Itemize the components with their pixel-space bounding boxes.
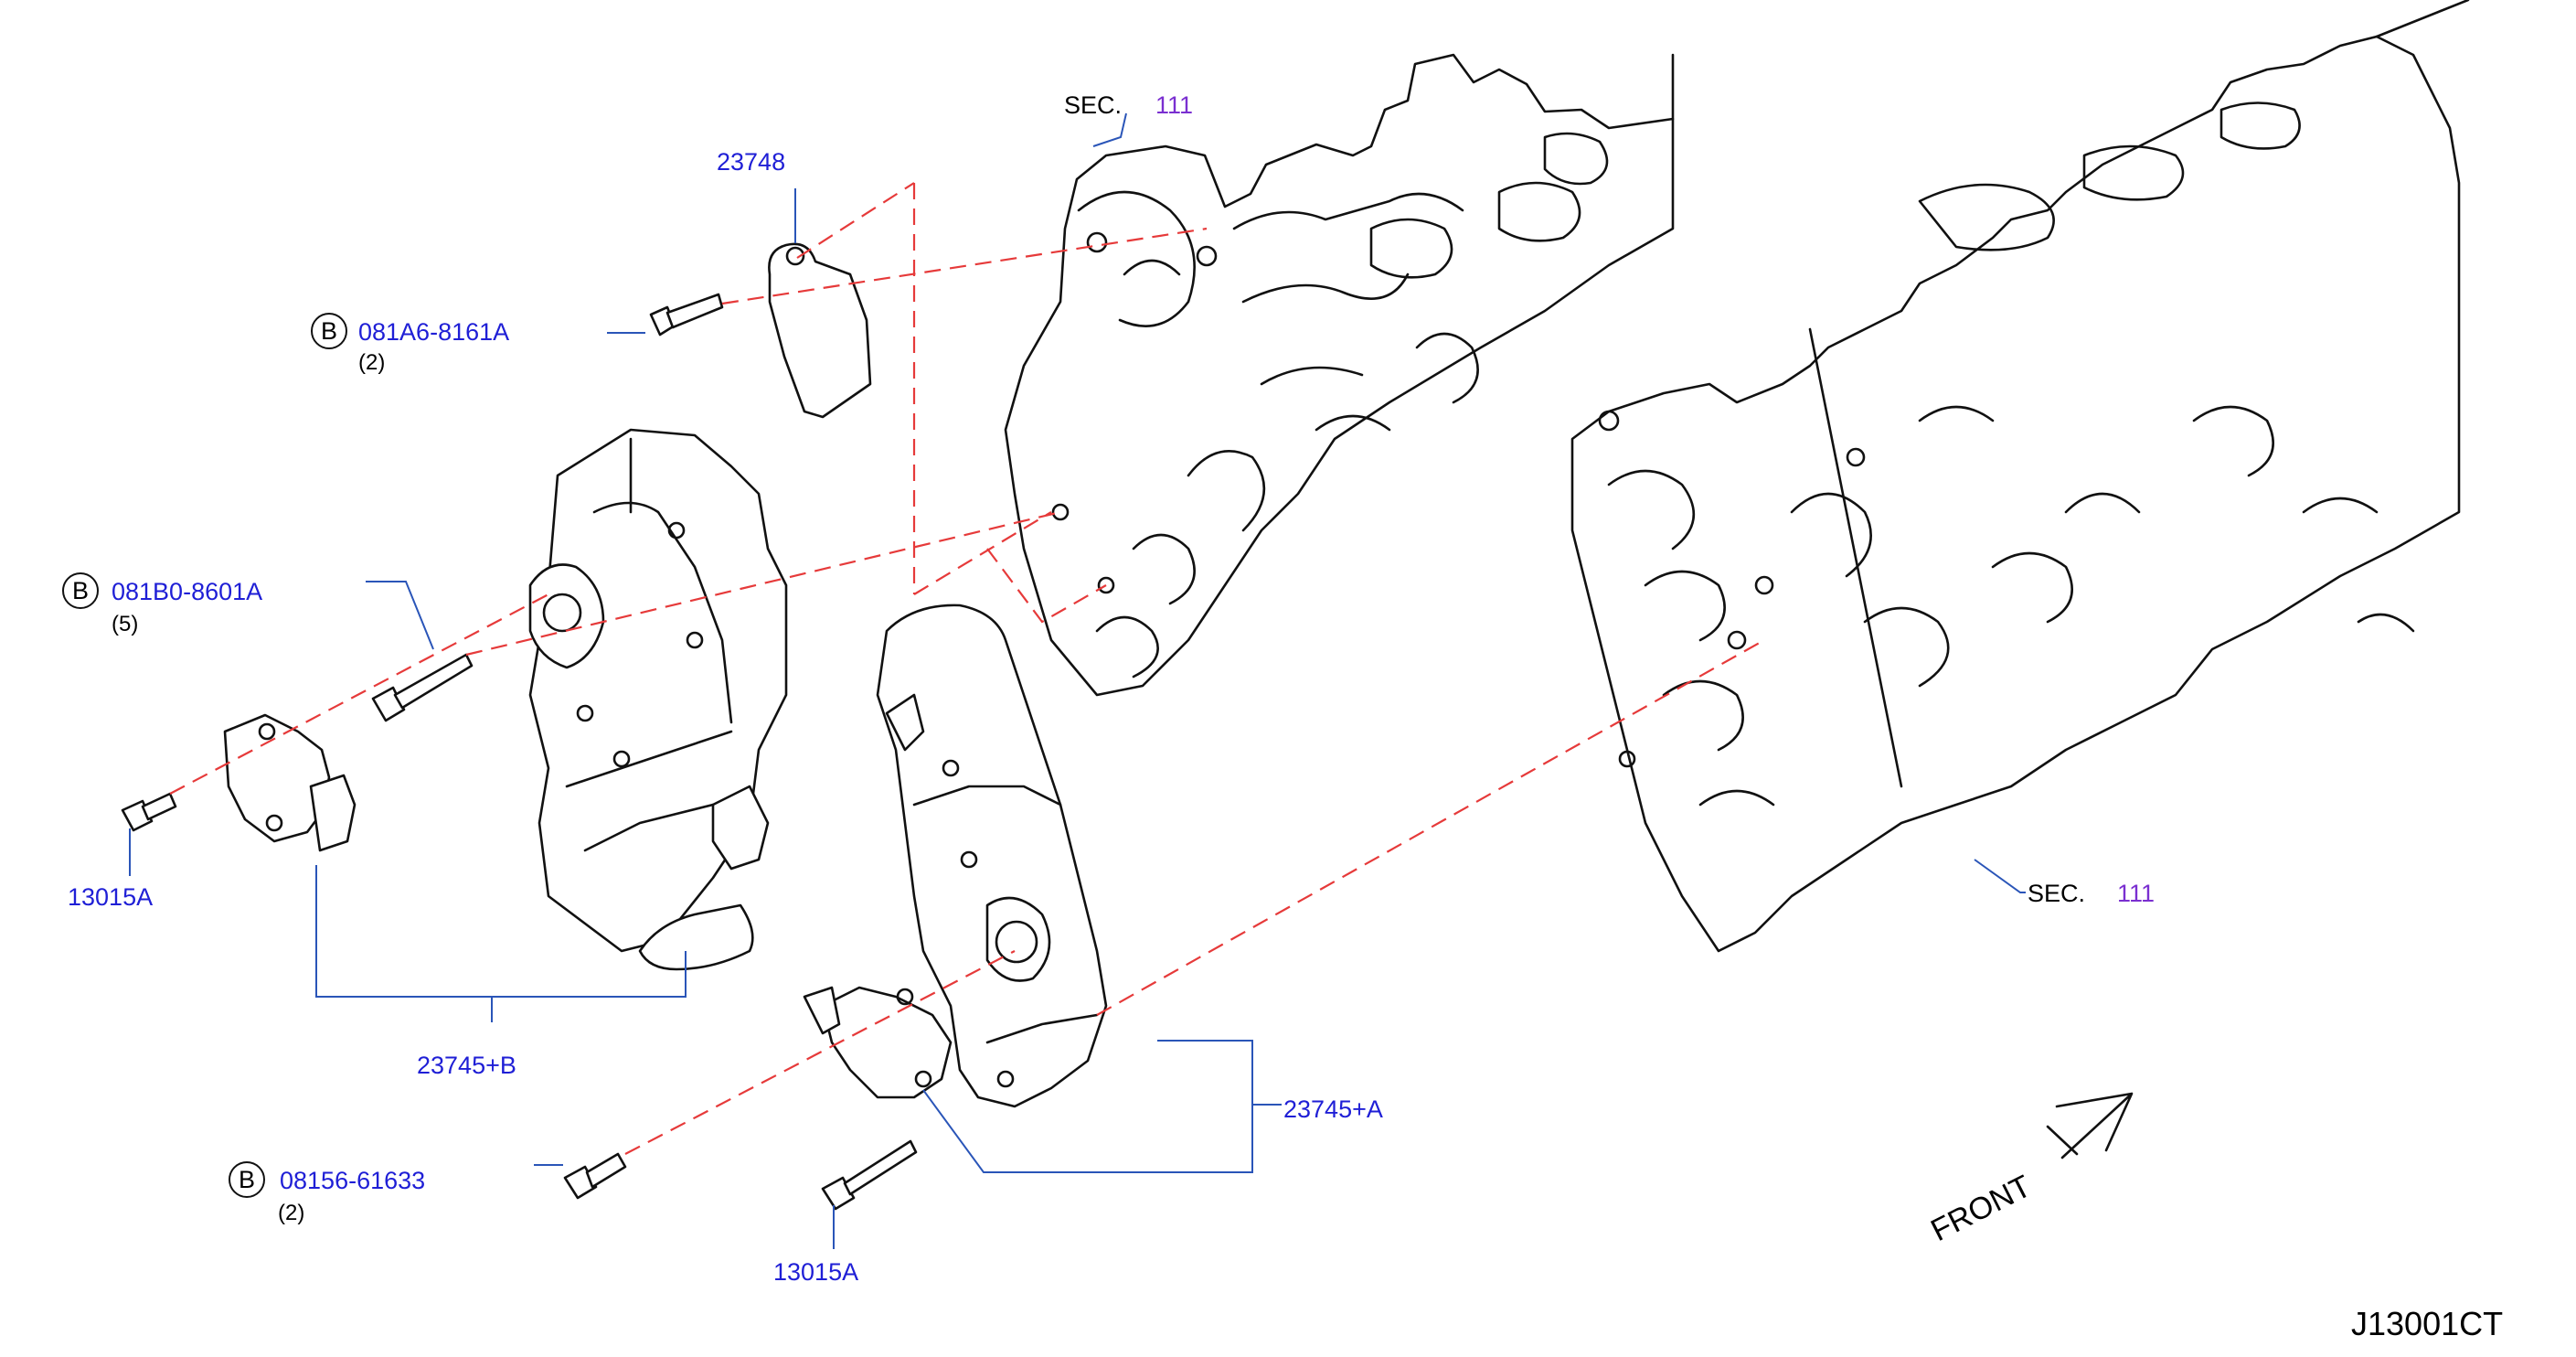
front-arrow-icon bbox=[2046, 1092, 2134, 1159]
section-number: 111 bbox=[2117, 880, 2155, 907]
badge-b-circle bbox=[62, 572, 99, 609]
cover-plate-23748 bbox=[768, 242, 872, 419]
position-sensor-b bbox=[223, 713, 357, 852]
quantity: (5) bbox=[112, 612, 138, 636]
position-sensor-a bbox=[803, 986, 953, 1099]
part-number: 081A6-8161A bbox=[358, 318, 509, 346]
cylinder-head-lower bbox=[1570, 0, 2470, 953]
callout-081a6-8161a: B 081A6-8161A (2) bbox=[311, 313, 509, 375]
callout-13015a-right: 13015A bbox=[773, 1258, 858, 1286]
bolt-13015a-right bbox=[821, 1139, 918, 1211]
actuator-unit-b bbox=[528, 428, 788, 971]
cylinder-head-upper bbox=[1004, 53, 1675, 697]
callout-13015a-left: 13015A bbox=[68, 883, 153, 911]
bolt-13015a-left bbox=[121, 792, 177, 832]
badge-letter: B bbox=[239, 1166, 255, 1193]
callout-23748: 23748 bbox=[717, 148, 785, 176]
section-prefix: SEC. bbox=[2028, 880, 2085, 907]
bolt-081b0-8601a bbox=[371, 653, 474, 722]
section-prefix: SEC. bbox=[1064, 91, 1122, 119]
bolt-08156-61633 bbox=[563, 1152, 627, 1200]
part-number: 08156-61633 bbox=[280, 1167, 425, 1194]
alignment-guides bbox=[169, 182, 1765, 1155]
quantity: (2) bbox=[358, 350, 385, 375]
callout-23745a: 23745+A bbox=[1283, 1095, 1383, 1123]
section-ref-lower: SEC. 111 bbox=[2028, 880, 2155, 907]
badge-letter: B bbox=[72, 577, 89, 604]
section-number: 111 bbox=[1155, 91, 1193, 119]
section-ref-upper: SEC. 111 bbox=[1064, 91, 1193, 119]
bolt-081a6-8161a bbox=[649, 293, 724, 337]
front-label: FRONT bbox=[1925, 1169, 2037, 1248]
diagram-code: J13001CT bbox=[2351, 1305, 2503, 1342]
badge-b-circle bbox=[229, 1161, 265, 1198]
callout-08156-61633: B 08156-61633 (2) bbox=[229, 1161, 425, 1225]
leader-lines bbox=[129, 112, 2026, 1249]
actuator-unit-a bbox=[876, 604, 1108, 1108]
badge-b-circle bbox=[311, 313, 347, 349]
quantity: (2) bbox=[278, 1201, 304, 1225]
badge-letter: B bbox=[321, 317, 337, 345]
part-number: 081B0-8601A bbox=[112, 578, 262, 605]
callout-23745b: 23745+B bbox=[417, 1052, 516, 1079]
callout-081b0-8601a: B 081B0-8601A (5) bbox=[62, 572, 262, 636]
